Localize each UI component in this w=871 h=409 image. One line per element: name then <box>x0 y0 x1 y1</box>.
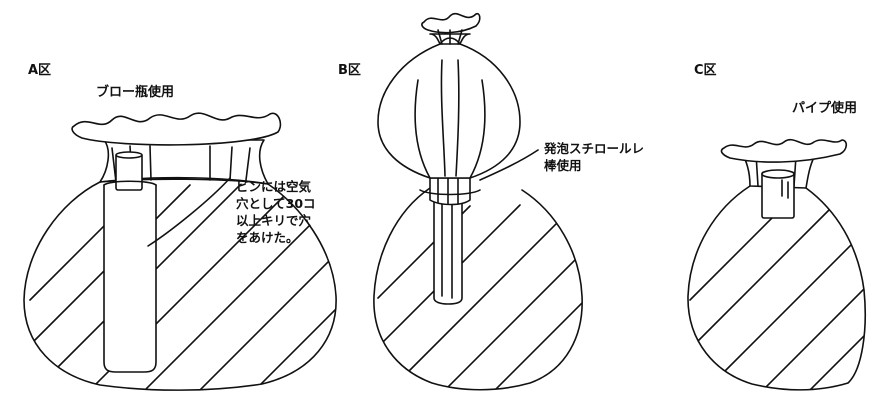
panel-a-caption: ブロー瓶使用 <box>96 85 175 100</box>
pipe <box>761 169 795 219</box>
bag-c-frill <box>720 138 848 163</box>
note-a-leader <box>147 177 231 247</box>
foam-rod <box>433 199 463 305</box>
panel-b-note: 発泡スチロールレ 棒使用 <box>544 140 644 174</box>
bag-b <box>373 187 583 391</box>
bag-a-frill <box>71 112 282 146</box>
note-b-leader <box>479 149 539 181</box>
panel-a-note-line: ビンには空気 <box>236 179 312 194</box>
balloon-b-top <box>421 12 481 45</box>
panel-a-note-line: をあけた。 <box>236 230 299 245</box>
collar-b <box>419 177 481 206</box>
blow-bottle <box>103 151 157 373</box>
panel-a-note: ビンには空気 穴として30コ 以上キリで穴 をあけた。 <box>236 178 316 246</box>
panel-a-note-line: 以上キリで穴 <box>236 213 312 228</box>
panel-c-label: C区 <box>694 63 717 78</box>
panel-b-label: B区 <box>338 63 361 78</box>
balloon-b <box>377 43 521 179</box>
bag-c <box>687 185 867 391</box>
panel-b-note-line: 発泡スチロールレ <box>544 141 645 156</box>
bag-c-hatching <box>689 204 866 390</box>
panel-a-label: A区 <box>28 63 52 78</box>
panel-a-note-line: 穴として30コ <box>236 196 316 211</box>
panel-c-caption: パイプ使用 <box>792 101 858 116</box>
panel-b-note-line: 棒使用 <box>544 158 582 173</box>
